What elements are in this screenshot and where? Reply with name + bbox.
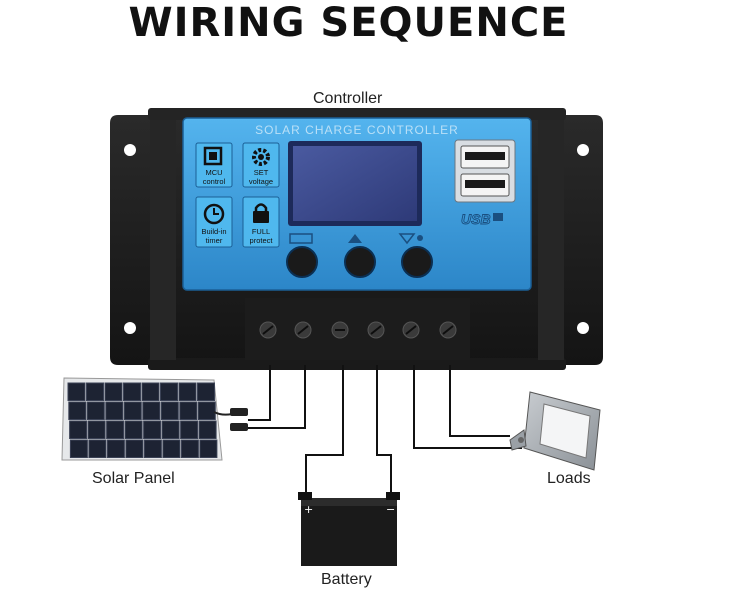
svg-text:SET: SET xyxy=(254,168,269,177)
solar-cell xyxy=(161,420,180,439)
battery-wire-negative xyxy=(376,365,392,498)
controller-label: Controller xyxy=(313,90,383,107)
solar-cell xyxy=(199,439,218,458)
solar-cell xyxy=(106,439,125,458)
terminal-screws xyxy=(259,321,457,339)
solar-wire-positive xyxy=(248,365,271,421)
flood-light xyxy=(509,391,601,471)
svg-text:MCU: MCU xyxy=(205,168,222,177)
mount-hole xyxy=(577,144,589,156)
solar-cell xyxy=(162,439,181,458)
solar-cell xyxy=(86,401,105,420)
gear-icon xyxy=(252,148,270,166)
battery: + − xyxy=(298,492,400,566)
solar-cell xyxy=(104,382,123,401)
battery-terminal xyxy=(386,492,400,500)
usb-label: USB xyxy=(461,211,491,227)
usb-ports xyxy=(454,139,516,203)
solar-cell xyxy=(142,401,161,420)
solar-cell xyxy=(87,420,106,439)
solar-cell xyxy=(68,401,87,420)
svg-text:control: control xyxy=(203,177,226,186)
battery-label: Battery xyxy=(321,571,372,588)
solar-cell xyxy=(69,439,88,458)
svg-text:timer: timer xyxy=(206,236,223,245)
terminal-block xyxy=(245,298,470,360)
menu-symbol xyxy=(289,233,313,244)
solar-cell xyxy=(143,420,162,439)
solar-cell xyxy=(125,439,144,458)
function-button-mcu: MCU control xyxy=(195,142,233,188)
mount-hole xyxy=(124,144,136,156)
solar-cell xyxy=(197,401,216,420)
mount-hole xyxy=(577,322,589,334)
svg-text:voltage: voltage xyxy=(249,177,273,186)
solar-cell xyxy=(88,439,107,458)
solar-cell xyxy=(67,382,86,401)
function-button-timer: Build-in timer xyxy=(195,196,233,248)
solar-panel xyxy=(61,377,248,461)
solar-cell xyxy=(123,382,141,401)
solar-cell xyxy=(197,382,215,401)
solar-cell xyxy=(178,382,197,401)
solar-cell xyxy=(141,382,160,401)
load-wire-positive xyxy=(413,365,522,449)
solar-cell xyxy=(124,420,143,439)
battery-terminal xyxy=(298,492,312,500)
solar-cell xyxy=(123,401,142,420)
battery-minus: − xyxy=(386,503,395,516)
device-header: SOLAR CHARGE CONTROLLER xyxy=(255,123,459,137)
load-wire-negative xyxy=(449,365,510,437)
solar-cell xyxy=(106,420,125,439)
solar-cell xyxy=(180,420,199,439)
battery-plus: + xyxy=(304,503,313,516)
mc4-connector xyxy=(230,408,248,416)
solar-cell xyxy=(179,401,198,420)
up-button xyxy=(344,246,376,278)
menu-button xyxy=(286,246,318,278)
solar-cell xyxy=(143,439,162,458)
solar-cell xyxy=(86,382,104,401)
solar-panel-label: Solar Panel xyxy=(92,470,175,487)
function-button-protect: FULL protect xyxy=(242,196,280,248)
function-button-set: SET voltage xyxy=(242,142,280,188)
controller-device: SOLAR CHARGE CONTROLLER MCU control SET … xyxy=(110,108,603,370)
svg-text:Build-in: Build-in xyxy=(201,227,226,236)
solar-cell xyxy=(180,439,199,458)
wires xyxy=(248,365,522,498)
clock-icon xyxy=(203,203,225,225)
solar-cell xyxy=(198,420,217,439)
down-triangle-icon xyxy=(398,233,416,245)
chip-icon xyxy=(203,146,223,166)
solar-cell xyxy=(105,401,124,420)
page-title: WIRING SEQUENCE xyxy=(128,0,569,46)
svg-text:FULL: FULL xyxy=(252,227,270,236)
solar-wire-negative xyxy=(248,365,306,429)
lcd-screen xyxy=(293,146,417,221)
svg-text:protect: protect xyxy=(250,236,274,245)
solar-cell xyxy=(160,382,178,401)
down-button xyxy=(401,246,433,278)
mc4-connector xyxy=(230,423,248,431)
mount-hole xyxy=(124,322,136,334)
loads-label: Loads xyxy=(547,470,591,487)
solar-cell xyxy=(160,401,179,420)
up-triangle-icon xyxy=(348,234,362,243)
battery-wire-positive xyxy=(305,365,344,498)
lock-icon xyxy=(253,203,269,223)
solar-cell xyxy=(69,420,88,439)
